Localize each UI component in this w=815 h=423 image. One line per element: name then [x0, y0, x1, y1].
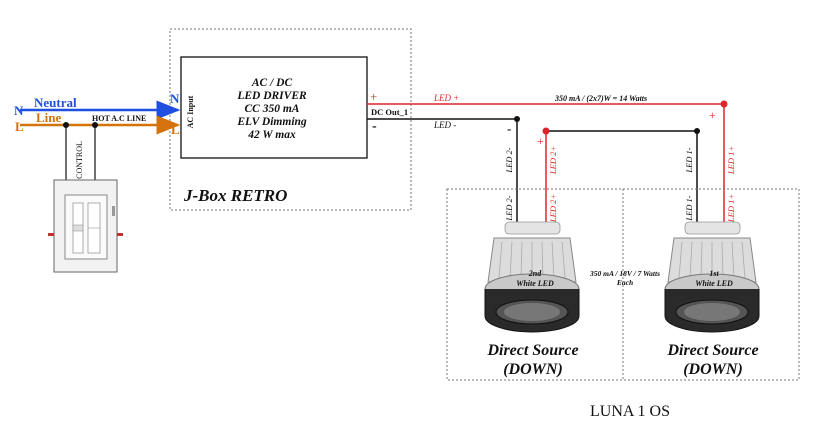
fixture-2-dir: (DOWN)	[503, 361, 563, 378]
junction-plus-1	[720, 100, 728, 108]
driver-output-label: DC Out_1	[371, 107, 408, 117]
plus-near-1st: +	[709, 108, 716, 122]
junction-minus-2	[514, 116, 520, 122]
junction-plus-2	[542, 127, 550, 135]
driver-minus: -	[372, 119, 377, 134]
junction-line	[63, 122, 69, 128]
led-plus-label: LED +	[433, 93, 459, 103]
led-minus-label: LED -	[433, 120, 456, 130]
driver-spec-lines: AC / DC LED DRIVER CC 350 mA ELV Dimming…	[236, 77, 307, 141]
junction-hot	[92, 122, 98, 128]
fixture-1	[664, 221, 760, 333]
line-label: Line	[36, 110, 62, 125]
neutral-label: Neutral	[34, 95, 77, 110]
footer-model: LUNA 1 OS	[590, 403, 670, 420]
fixture-1-name: 1st	[709, 269, 719, 278]
driver-box	[180, 56, 368, 159]
fixture-1-wire-minus: LED 1-	[684, 195, 694, 221]
fixture-2-sub: White LED	[516, 279, 554, 288]
led2-minus-label: LED 2-	[504, 147, 514, 173]
led1-plus-label: LED 1+	[726, 146, 736, 175]
driver-spec-2: LED DRIVER	[236, 90, 307, 102]
driver-input-label: AC Input	[186, 95, 195, 128]
fixture-2-wire-plus: LED 2+	[548, 194, 558, 223]
driver-spec-4: ELV Dimming	[236, 116, 307, 128]
driver-spec-5: 42 W max	[247, 129, 296, 141]
junction-minus-1	[694, 128, 700, 134]
fixture-2-name: 2nd	[528, 269, 542, 278]
fixture-2-wire-minus: LED 2-	[504, 195, 514, 221]
fixture-1-wire-plus: LED 1+	[726, 194, 736, 223]
hot-ac-line-label: HOT A.C LINE	[92, 114, 146, 123]
driver-plus: +	[370, 89, 377, 104]
driver-n-terminal: N	[170, 91, 180, 106]
fixture-2-label: Direct Source	[486, 342, 578, 359]
minus-near-2nd: -	[507, 121, 511, 136]
fixture-1-dir: (DOWN)	[683, 361, 743, 378]
fixture-2	[484, 221, 580, 333]
each-power-line1: 350 mA / 18V / 7 Watts	[589, 269, 660, 278]
driver-spec-3: CC 350 mA	[245, 103, 300, 115]
input-n: N	[14, 103, 24, 118]
driver-spec-1: AC / DC	[251, 77, 293, 89]
control-label: CONTROL	[75, 141, 84, 179]
fixture-1-label: Direct Source	[666, 342, 758, 359]
fixture-1-sub: White LED	[695, 279, 733, 288]
each-power-line2: Each	[616, 278, 633, 287]
plus-near-2nd: +	[537, 134, 544, 148]
led1-minus-label: LED 1-	[684, 147, 694, 173]
input-l: L	[15, 119, 24, 134]
dimmer-switch	[48, 179, 123, 273]
jbox-title: J-Box RETRO	[183, 186, 287, 205]
led2-plus-label: LED 2+	[548, 146, 558, 175]
power-total-label: 350 mA / (2x7)W = 14 Watts	[554, 94, 647, 103]
